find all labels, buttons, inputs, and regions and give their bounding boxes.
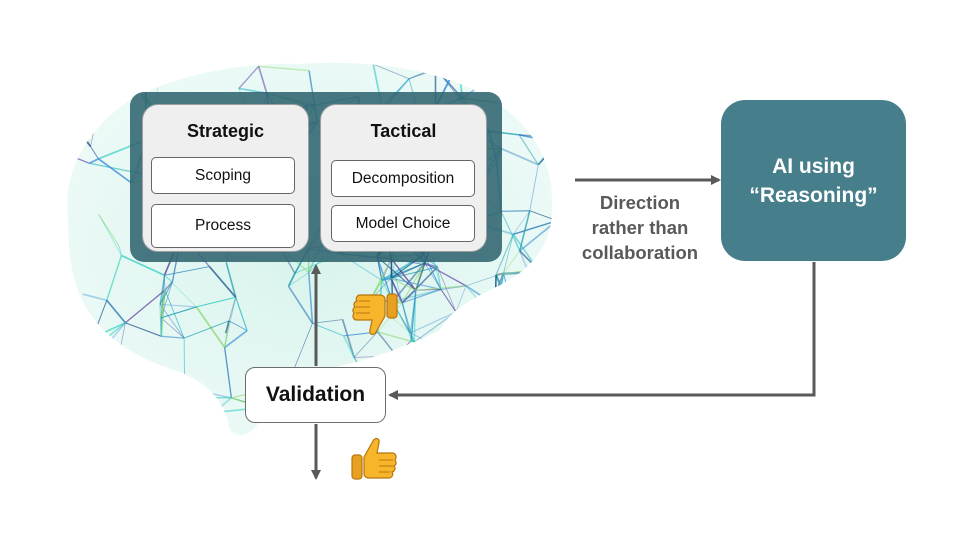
human-thinking-panel: Strategic Scoping Process Tactical Decom…	[130, 92, 502, 262]
tactical-title: Tactical	[370, 121, 437, 141]
direction-line-1: Direction	[599, 192, 681, 213]
model-choice-item: Model Choice	[331, 205, 475, 242]
direction-line-2: rather than	[591, 217, 689, 238]
validation-box: Validation	[245, 367, 386, 423]
tactical-card: Tactical Decomposition Model Choice	[320, 104, 487, 252]
ai-reasoning-box: AI using “Reasoning”	[721, 100, 906, 261]
strategic-title: Strategic	[186, 121, 265, 141]
direction-label: Direction rather than collaboration	[560, 190, 720, 265]
process-item: Process	[151, 204, 295, 248]
return-arrow	[388, 262, 816, 400]
ai-line-1: AI using	[772, 154, 855, 178]
ai-line-2: “Reasoning”	[749, 183, 878, 207]
decomposition-item: Decomposition	[331, 160, 475, 197]
strategic-card: Strategic Scoping Process	[142, 104, 309, 252]
scoping-item: Scoping	[151, 157, 295, 194]
thumbs-up-icon	[351, 437, 397, 480]
thumbs-down-icon	[352, 293, 398, 336]
direction-line-3: collaboration	[581, 242, 699, 263]
